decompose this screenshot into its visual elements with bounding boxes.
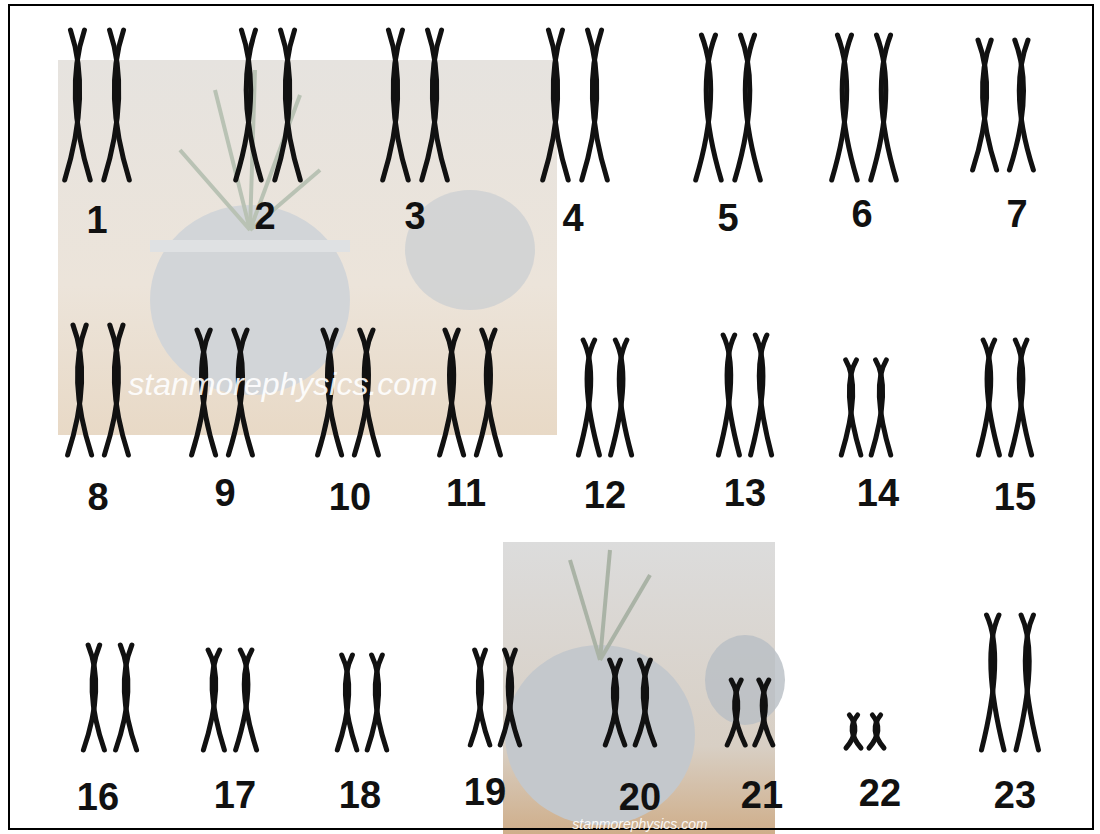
chromatid [982, 40, 996, 170]
chromatid [393, 30, 408, 180]
chromatid [643, 660, 654, 745]
chromatid [92, 645, 104, 750]
chromatid [75, 30, 90, 180]
chromatid [1025, 615, 1038, 750]
photo-overlay [503, 542, 785, 834]
chromatid [852, 715, 861, 748]
chromatid [875, 715, 884, 748]
chromatid [486, 330, 500, 455]
chromosome-number: 19 [464, 771, 506, 814]
chromosome-number: 12 [584, 474, 626, 517]
chromatid [849, 360, 860, 455]
chromosome-number: 9 [214, 472, 235, 515]
frame [9, 5, 1093, 829]
chromatid [759, 335, 771, 455]
chromosome-number: 17 [214, 774, 256, 817]
chromatid [212, 650, 224, 750]
chromatid [706, 35, 721, 180]
chromatid [345, 655, 356, 750]
chromatid [762, 680, 773, 745]
chromosome-number: 1 [86, 199, 107, 242]
chromosome-pairs [65, 30, 1039, 750]
chromatid [375, 655, 386, 750]
chromosome-number: 11 [446, 472, 486, 515]
chromatid [842, 35, 857, 180]
chromatid [478, 650, 489, 745]
photo-overlay [58, 60, 557, 435]
watermark: stanmorephysics.com [128, 366, 437, 403]
chromatid [1019, 340, 1031, 455]
watermark: stanmorephysics.com [572, 816, 707, 832]
chromatid [77, 325, 91, 455]
chromosome-number: 5 [717, 197, 738, 240]
chromatid [991, 615, 1004, 750]
chromatid [246, 30, 261, 180]
chromatid [879, 360, 890, 455]
chromatid [432, 30, 447, 180]
chromosome-number: 4 [562, 197, 583, 240]
chromatid [553, 30, 568, 180]
chromatid [727, 335, 739, 455]
chromosome-number: 6 [851, 193, 872, 236]
chromatid [745, 35, 760, 180]
chromatid [244, 650, 256, 750]
chromatid [285, 30, 300, 180]
chromatid [114, 30, 129, 180]
chromatid [114, 325, 128, 455]
chromosome-number: 13 [724, 472, 766, 515]
chromatid [613, 660, 624, 745]
chromatid [881, 35, 896, 180]
chromatid [735, 680, 746, 745]
chromatid [592, 30, 607, 180]
chromosome-number: 20 [619, 776, 661, 819]
chromatid [987, 340, 999, 455]
chromosome-number: 7 [1006, 193, 1027, 236]
chromosome-number: 8 [87, 476, 108, 519]
chromatid [508, 650, 519, 745]
chromosome-number: 22 [859, 772, 901, 815]
chromatid [619, 340, 631, 455]
chromatid [124, 645, 136, 750]
chromosome-number: 10 [329, 476, 371, 519]
chromosome-number: 3 [404, 195, 425, 238]
chromatid [587, 340, 599, 455]
chromatid [449, 330, 463, 455]
chromosome-number: 23 [994, 774, 1036, 817]
chromosome-number: 16 [77, 776, 119, 819]
chromosome-number: 18 [339, 774, 381, 817]
chromatid [1019, 40, 1033, 170]
chromosome-number: 2 [254, 195, 275, 238]
chromosome-number: 14 [857, 472, 899, 515]
chromosome-number: 15 [994, 476, 1036, 519]
chromosome-number: 21 [741, 774, 783, 817]
